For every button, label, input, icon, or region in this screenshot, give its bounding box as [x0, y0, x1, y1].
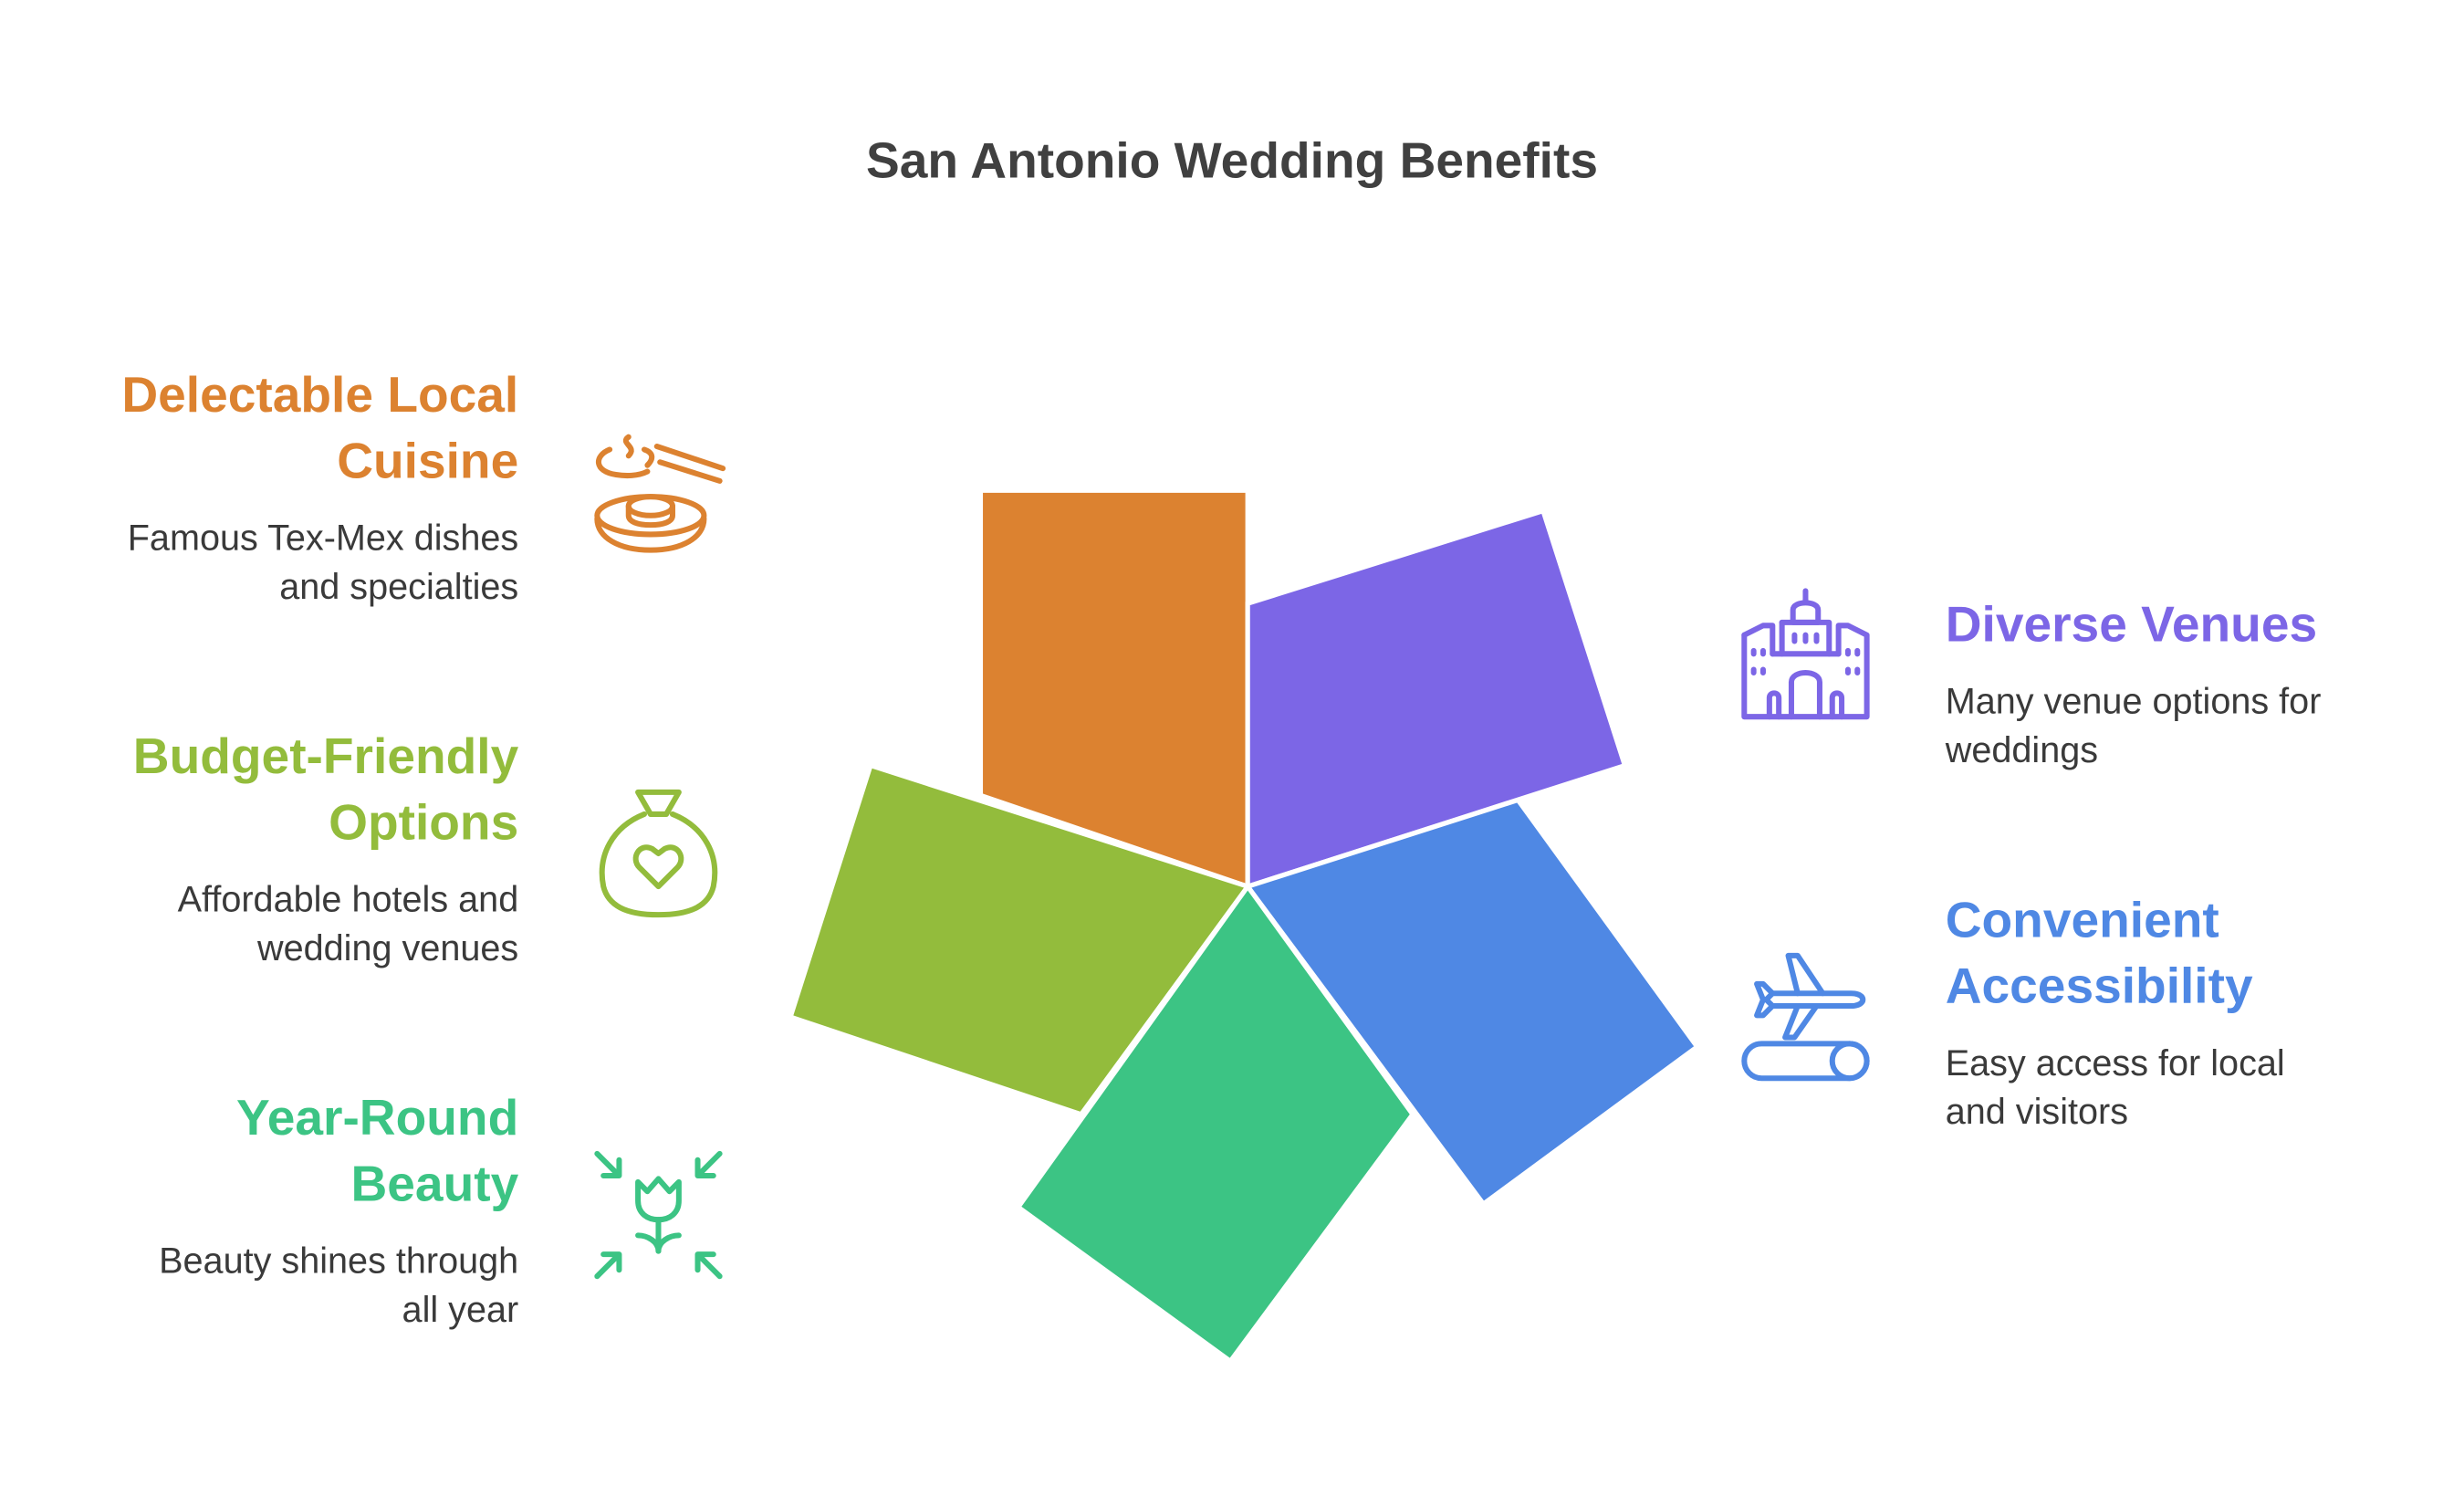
beauty-description: Beauty shines through all year [63, 1237, 518, 1335]
item-budget: Budget-Friendly Options Affordable hotel… [63, 723, 518, 973]
item-beauty: Year-Round Beauty Beauty shines through … [63, 1084, 518, 1335]
venues-heading: Diverse Venues [1946, 591, 2401, 656]
petal-venues [1245, 508, 1628, 890]
cuisine-heading: Delectable Local Cuisine [63, 361, 518, 494]
petal-access [1243, 797, 1701, 1208]
city-buildings-icon [1738, 588, 1873, 723]
item-venues: Diverse Venues Many venue options for we… [1946, 591, 2401, 774]
access-desc-line1: Easy access for local [1945, 1042, 2285, 1083]
access-heading: Convenient Accessibility [1946, 886, 2401, 1019]
beauty-heading-line2: Beauty [350, 1155, 519, 1212]
diagram-title: San Antonio Wedding Benefits [865, 131, 1598, 189]
access-desc-line2: and visitors [1945, 1090, 2129, 1132]
budget-heading-line1: Budget-Friendly [132, 728, 519, 785]
money-bag-heart-icon [590, 786, 726, 921]
venues-desc-line1: Many venue options for [1945, 680, 2322, 722]
cuisine-desc-line2: and specialties [279, 565, 519, 607]
airplane-runway-icon [1738, 949, 1873, 1084]
beauty-desc-line1: Beauty shines through [159, 1240, 519, 1282]
access-heading-line1: Convenient [1945, 891, 2219, 948]
access-heading-line2: Accessibility [1945, 957, 2253, 1014]
budget-description: Affordable hotels and wedding venues [63, 875, 519, 973]
beauty-heading-line1: Year-Round [236, 1089, 519, 1146]
food-bowl-chopsticks-icon [585, 427, 726, 562]
access-description: Easy access for local and visitors [1946, 1039, 2401, 1136]
tulip-arrows-icon [590, 1147, 726, 1282]
venues-description: Many venue options for weddings [1946, 677, 2401, 775]
beauty-heading: Year-Round Beauty [63, 1084, 518, 1217]
venues-heading-line1: Diverse Venues [1945, 595, 2318, 653]
cuisine-heading-line1: Delectable Local [121, 366, 519, 424]
budget-heading: Budget-Friendly Options [63, 723, 518, 855]
beauty-desc-line2: all year [402, 1288, 519, 1330]
cuisine-desc-line1: Famous Tex-Mex dishes [127, 517, 519, 559]
venues-desc-line2: weddings [1945, 728, 2099, 770]
item-access: Convenient Accessibility Easy access for… [1946, 886, 2401, 1136]
petal-budget [787, 762, 1252, 1117]
budget-desc-line2: wedding venues [256, 926, 519, 968]
item-cuisine: Delectable Local Cuisine Famous Tex-Mex … [63, 361, 518, 612]
cuisine-description: Famous Tex-Mex dishes and specialties [63, 514, 518, 612]
budget-desc-line1: Affordable hotels and [177, 878, 519, 920]
cuisine-heading-line2: Cuisine [337, 432, 519, 489]
petal-beauty [1015, 882, 1416, 1365]
budget-heading-line2: Options [329, 793, 519, 851]
